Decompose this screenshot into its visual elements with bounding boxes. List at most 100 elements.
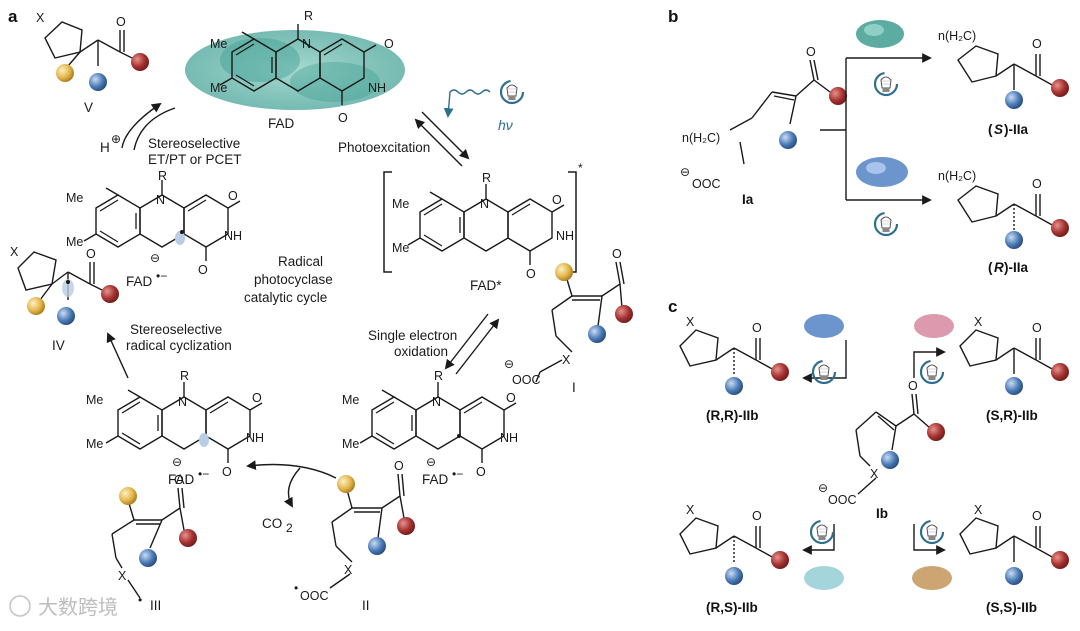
atom-x: X <box>562 353 571 367</box>
red-ball-icon <box>1051 79 1069 97</box>
atom-nh: NH <box>246 431 264 445</box>
blue-ball-icon <box>1005 377 1023 395</box>
enzyme-tan-icon <box>912 566 952 590</box>
plus-sign: ⊕ <box>111 132 121 146</box>
co2-label: CO <box>262 516 282 531</box>
atom-me: Me <box>342 393 359 407</box>
atom-me: Me <box>210 81 227 95</box>
arrow-to-ss <box>913 524 946 555</box>
red-ball-icon <box>615 305 633 323</box>
panel-c: O X ⊖ OOC Ib X O (R,R)-IIb X O (S,R)-IIb <box>679 314 1069 615</box>
atom-o: O <box>552 193 562 207</box>
atom-n: N <box>480 197 489 211</box>
blue-ball-icon <box>139 549 157 567</box>
carboxylate-ooc: OOC <box>300 589 328 603</box>
atom-o: O <box>908 379 918 393</box>
panel-b: O n(H₂C) ⊖ OOC Ia O n(H₂C) ( S )-IIa <box>680 20 1069 275</box>
atom-me: Me <box>66 235 83 249</box>
step-set-line1: Stereoselective <box>148 136 240 151</box>
chain-label: n(H₂C) <box>938 29 976 43</box>
fad-label: FAD <box>268 116 295 131</box>
radical-dot: • <box>294 581 298 595</box>
step-cyc-line2: radical cyclization <box>126 338 232 353</box>
yellow-ball-icon <box>56 64 74 82</box>
blue-ball-icon <box>881 451 899 469</box>
atom-o: O <box>806 45 816 59</box>
compound-label-iv: IV <box>52 338 65 353</box>
proton-label: H <box>100 140 110 155</box>
carboxylate-ooc: OOC <box>692 177 720 191</box>
minus-sign: ⊖ <box>172 455 182 469</box>
light-wave-arrow <box>443 89 491 118</box>
compound-label-v: V <box>84 100 93 115</box>
radical-anion-sign: •− <box>198 467 209 481</box>
blue-ball-icon <box>725 377 743 395</box>
center-line2: photocyclase <box>254 272 333 287</box>
carboxylate-ooc: OOC <box>828 493 856 507</box>
atom-r: R <box>434 369 443 383</box>
atom-o: O <box>86 247 96 261</box>
substrate-ib: Ib <box>876 506 888 521</box>
atom-n: N <box>156 193 165 207</box>
red-ball-icon <box>131 53 149 71</box>
blue-ball-icon <box>1005 231 1023 249</box>
red-ball-icon <box>101 285 119 303</box>
radical-dot: • <box>138 593 142 607</box>
blue-ball-icon <box>588 325 606 343</box>
lightbulb-icon <box>919 359 945 385</box>
atom-x: X <box>344 563 353 577</box>
atom-o: O <box>1032 509 1042 523</box>
atom-nh: NH <box>224 229 242 243</box>
fad-semiquinone-left: R N Me Me O NH O ⊖ FAD •− <box>86 369 264 487</box>
decarboxylation-arrow <box>246 460 337 479</box>
substrate-ia: Ia <box>742 192 754 207</box>
equilibrium-arrow-forward <box>421 111 470 160</box>
atom-n: N <box>302 37 311 51</box>
center-line1: Radical <box>278 254 323 269</box>
yellow-ball-icon <box>119 487 137 505</box>
fad-enzyme-bound: R N Me Me O NH O FAD <box>185 9 405 131</box>
red-ball-icon <box>1051 363 1069 381</box>
red-ball-icon <box>179 529 197 547</box>
compound-label-iii: III <box>150 598 161 613</box>
atom-x: X <box>10 245 19 259</box>
panel-label-a: a <box>8 7 18 26</box>
atom-me: Me <box>342 437 359 451</box>
product-r-iia-suffix: )-IIa <box>1004 260 1028 275</box>
step-set-line2: ET/PT or PCET <box>148 152 242 167</box>
center-line3: catalytic cycle <box>244 290 327 305</box>
minus-sign: ⊖ <box>150 251 160 265</box>
compound-i: O X ⊖ OOC I <box>504 247 633 395</box>
fad-radical-label: FAD <box>168 472 195 487</box>
product-ss-iib: (S,S)-IIb <box>986 600 1037 615</box>
watermark: 大数跨境 <box>9 595 118 619</box>
arrow-to-sr <box>913 347 946 378</box>
product-s-iia-suffix: )-IIa <box>1004 122 1028 137</box>
atom-me: Me <box>86 437 103 451</box>
blue-ball-icon <box>779 131 797 149</box>
atom-x: X <box>974 503 983 517</box>
atom-o: O <box>752 321 762 335</box>
panel-label-b: b <box>668 7 678 26</box>
panel-label-c: c <box>668 297 677 316</box>
lightbulb-icon <box>811 359 837 385</box>
fad-radical-label: FAD <box>422 472 449 487</box>
atom-n: N <box>432 395 441 409</box>
lightbulb-icon <box>809 519 835 545</box>
compound-label-ii: II <box>362 598 370 613</box>
atom-x: X <box>36 11 45 25</box>
product-rs-iib: (R,S)-IIb <box>706 600 758 615</box>
enzyme-blue-icon <box>804 314 844 338</box>
atom-me: Me <box>210 37 227 51</box>
seo-arrow-forward <box>444 313 489 370</box>
atom-r: R <box>180 369 189 383</box>
red-ball-icon <box>771 551 789 569</box>
step-seo-line1: Single electron <box>368 328 457 343</box>
atom-o: O <box>338 111 348 125</box>
product-rr-iib: (R,R)-IIb <box>706 408 758 423</box>
atom-o: O <box>252 391 262 405</box>
watermark-logo-icon <box>9 595 31 617</box>
atom-o: O <box>476 465 486 479</box>
enzyme-pink-icon <box>914 314 954 338</box>
